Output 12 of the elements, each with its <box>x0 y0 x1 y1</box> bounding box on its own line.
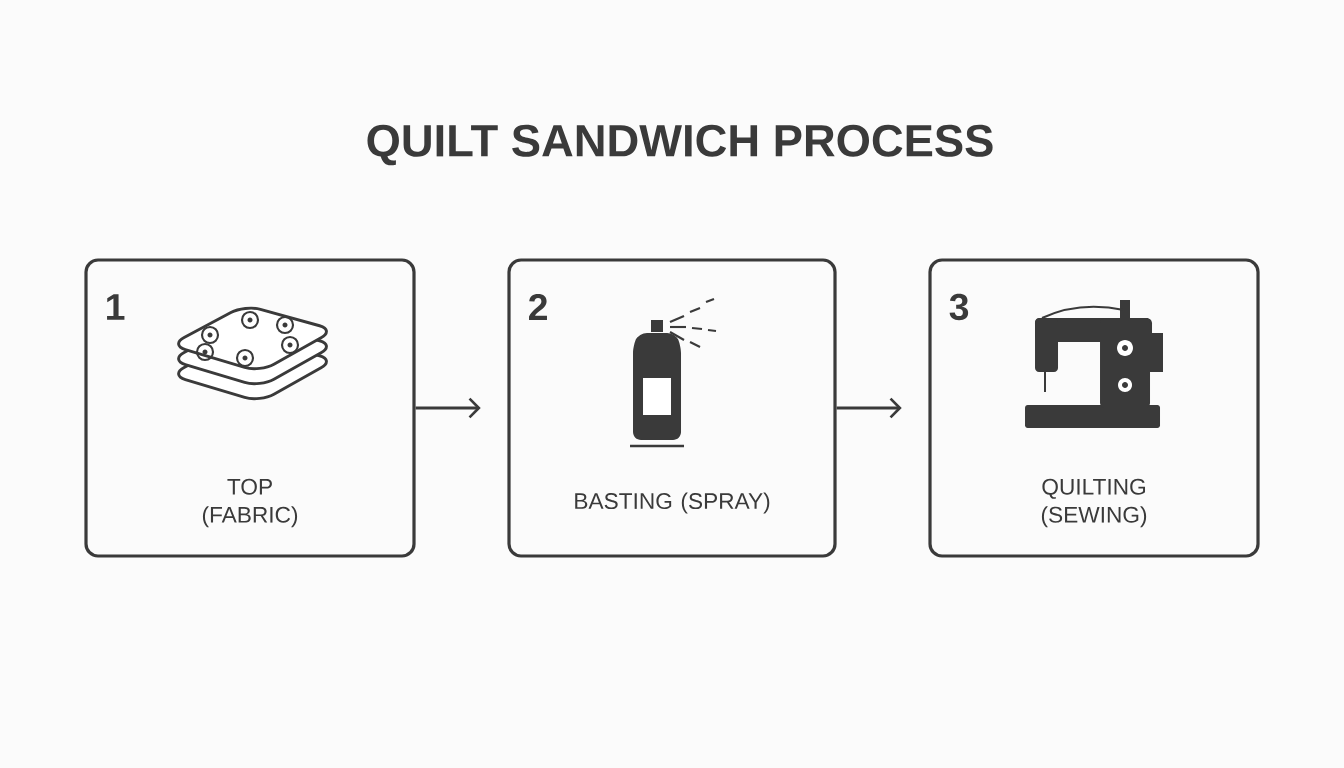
arrow <box>836 397 902 419</box>
step-box <box>507 258 837 558</box>
step-label: TOP (FABRIC) <box>202 478 298 528</box>
step-number: 3 <box>949 293 969 321</box>
arrow <box>415 397 481 419</box>
step-label: BASTING (SPRAY) <box>575 492 770 514</box>
step-label: QUILTING (SEWING) <box>1041 478 1147 528</box>
step-number: 1 <box>107 294 125 320</box>
step-box <box>84 258 416 558</box>
step-box <box>928 258 1260 558</box>
step-number: 2 <box>529 294 547 321</box>
title: QUILT SANDWICH PROCESS <box>367 124 993 166</box>
